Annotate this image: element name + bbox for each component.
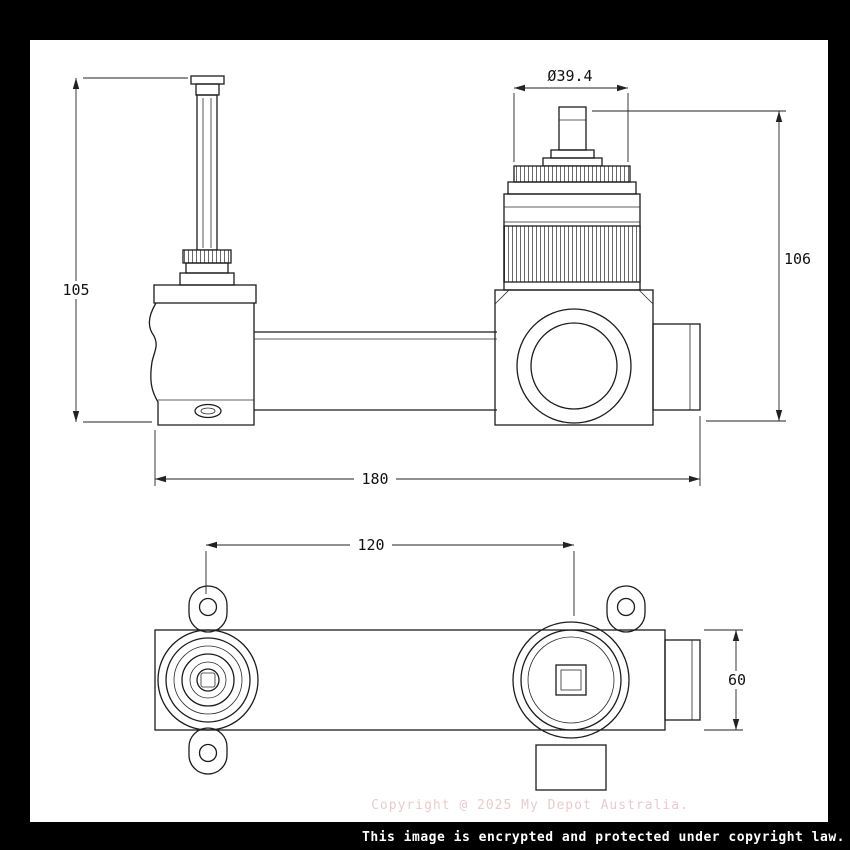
copyright-notice-text: This image is encrypted and protected un… [362, 830, 845, 845]
dimension-hole-spacing: 120 [205, 536, 575, 616]
dim-label-overall-width: 180 [361, 470, 388, 488]
watermark-text: Copyright @ 2025 My Depot Australia. [371, 798, 689, 813]
dimension-height-left: 105 [57, 77, 188, 423]
dim-label-diameter: Ø39.4 [547, 67, 592, 85]
dim-label-height-right: 106 [784, 250, 811, 268]
front-view: Ø39.4 106 105 1 [57, 67, 811, 488]
dimension-depth: 60 [704, 629, 752, 731]
bottom-outlet-plan [535, 744, 607, 791]
dim-label-hole-spacing: 120 [357, 536, 384, 554]
mounting-ears-plan [188, 585, 646, 775]
left-valve-front [148, 75, 257, 426]
drawing-canvas [30, 40, 828, 822]
dim-label-height-left: 105 [62, 281, 89, 299]
dimension-height-right: 106 [592, 110, 811, 422]
dimension-overall-width: 180 [154, 416, 701, 488]
left-mount-plan [157, 629, 259, 731]
right-valve-plan [512, 621, 630, 739]
body-tube-front [254, 331, 497, 411]
dimension-diameter: Ø39.4 [513, 67, 629, 162]
mounting-bar-plan [154, 629, 701, 731]
dim-label-depth: 60 [728, 671, 746, 689]
plan-view: 120 [154, 536, 752, 791]
right-valve-front [494, 106, 701, 426]
